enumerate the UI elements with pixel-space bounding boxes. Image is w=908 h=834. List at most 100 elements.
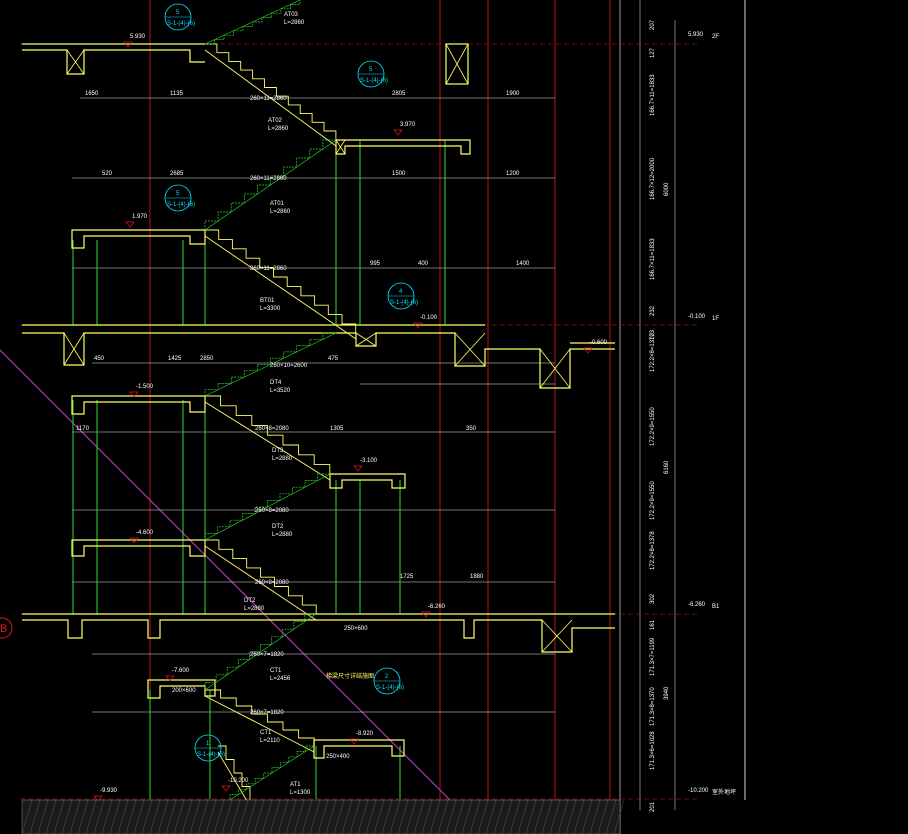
stair-steps (205, 689, 315, 746)
stair-soffit (204, 235, 357, 340)
detail-tag-number: 5 (176, 191, 180, 197)
elevation-marker (221, 785, 231, 792)
vertical-dimension: 207 (650, 19, 656, 30)
stair-length: L=2880 (244, 606, 265, 612)
stair-dimension: 260×11=2860 (250, 266, 287, 272)
beam-label: 200×600 (172, 688, 196, 694)
stair-steps (205, 43, 337, 140)
right-elevation-text: -6.260 (688, 602, 706, 608)
dimension-text: 520 (102, 171, 113, 177)
vertical-dimension: 171.3×6=1028 (650, 731, 656, 770)
stair-length: L=2456 (270, 676, 291, 682)
dimension-text: 1725 (400, 574, 414, 580)
detail-tag-ref: S-1-(4)-(6) (167, 21, 195, 27)
vertical-dimension: 172.2×9=1550 (650, 407, 656, 446)
right-elevation-text: -10.200 (688, 788, 709, 794)
stair-flights (204, 0, 357, 807)
beam-crosses (63, 43, 573, 653)
dimension-text: 1900 (506, 91, 520, 97)
stair-green-flight (204, 473, 330, 540)
stair-stringer (229, 745, 315, 801)
dimension-text: 1200 (506, 171, 520, 177)
vertical-dimension: 127 (650, 47, 656, 58)
dimension-text: 2850 (200, 356, 214, 362)
stair-dimension: 260×7=1820 (250, 710, 284, 716)
vertical-dimension: 172.2×8=1377 (650, 333, 656, 372)
stair-stringer (204, 332, 337, 397)
detail-tag-ref: S-1-(4)-(6) (390, 300, 418, 306)
stair-dimension: 260×8=2080 (255, 426, 289, 432)
labels: 5.9303.9701.970-0.100-0.600-1.500-3.100-… (76, 3, 736, 812)
right-elevation-text: 5.930 (688, 32, 704, 38)
vertical-dimension: 201 (650, 801, 656, 812)
vertical-dimension: 103 (650, 329, 656, 340)
stair-label: CT1 (260, 730, 272, 736)
vertical-dimension: 172.2×8=1378 (650, 531, 656, 570)
vertical-dimension: 302 (650, 593, 656, 604)
stair-length: L=2110 (260, 738, 280, 744)
dimension-text: 995 (370, 261, 381, 267)
stair-label: AT02 (268, 118, 283, 124)
stair-label: DT2 (272, 524, 284, 530)
elevation-text: -9.930 (100, 788, 118, 794)
stair-length: L=2880 (272, 532, 293, 538)
floor-label: 1F (712, 316, 719, 322)
elevation-marker (129, 537, 139, 544)
vertical-dimension: 232 (650, 305, 656, 316)
stair-dimension: 260×10=2600 (270, 363, 308, 369)
walls (72, 140, 446, 799)
section-diagonal (0, 349, 451, 801)
axis-bubble: B (0, 617, 13, 639)
detail-tag-ref: S-1-(4)-(6) (360, 78, 388, 84)
detail-tag-number: 2 (385, 674, 389, 680)
elevation-text: -8.920 (356, 731, 374, 737)
elevation-marker (353, 465, 363, 472)
detail-tag-ref: S-1-(4)-(6) (197, 752, 225, 758)
stair-label: DT3 (272, 448, 284, 454)
stair-label: AT03 (284, 12, 299, 18)
elevation-marker (165, 675, 175, 682)
stair-dimension: 260×8=2080 (255, 580, 289, 586)
dimension-text: 1425 (168, 356, 182, 362)
vertical-dimension: 166.7×12=2000 (650, 157, 656, 200)
elevation-text: -0.100 (420, 315, 438, 321)
vertical-dimension: 166.7×11=1833 (650, 74, 656, 116)
stair-steps (218, 745, 251, 800)
stair-stringer (204, 139, 337, 231)
dimension-text: 1135 (170, 91, 184, 97)
vertical-dimension: 166.7×11=1833 (650, 238, 656, 280)
elevation-text: -6.260 (428, 604, 446, 610)
stair-label: AT1 (290, 782, 301, 788)
vertical-dimension: 3940 (664, 686, 670, 700)
detail-tag-ref: S-1-(4)-(6) (376, 685, 404, 691)
stair-dimension: 260×11=2860 (250, 96, 287, 102)
elevation-text: 5.930 (130, 34, 146, 40)
elevation-marker (129, 391, 139, 398)
detail-tag-number: 5 (176, 10, 180, 16)
floor-label: B1 (712, 604, 720, 610)
stair-steps (205, 395, 331, 475)
dimension-text: 2685 (170, 171, 184, 177)
vertical-dimension: 6160 (664, 460, 670, 474)
stair-beam-note: 梯梁尺寸详结施图 (326, 672, 374, 680)
vertical-dimension: 171.3×8=1370 (650, 687, 656, 726)
stair-label: BT01 (260, 298, 275, 304)
vertical-dim-line (639, 0, 676, 810)
elevation-marker (583, 347, 593, 354)
stair-soffit (204, 49, 337, 147)
stair-dimension: 260×8=2080 (255, 508, 289, 514)
elevation-marker (123, 41, 133, 48)
dimension-text: 350 (466, 426, 477, 432)
stair-length: L=2860 (268, 126, 289, 132)
detail-tag-ref: S-1-(4)-(6) (167, 202, 195, 208)
elevation-text: -10.200 (228, 778, 249, 784)
stair-length: L=2860 (270, 209, 291, 215)
elevation-text: -0.600 (590, 340, 608, 346)
stair-label: DT4 (270, 380, 282, 386)
elevation-text: -1.500 (136, 384, 154, 390)
detail-tag-number: 5 (369, 67, 373, 73)
elevation-text: -3.100 (360, 458, 378, 464)
vertical-dimension: 172.2×9=1550 (650, 481, 656, 520)
dimension-text: 1880 (470, 574, 484, 580)
